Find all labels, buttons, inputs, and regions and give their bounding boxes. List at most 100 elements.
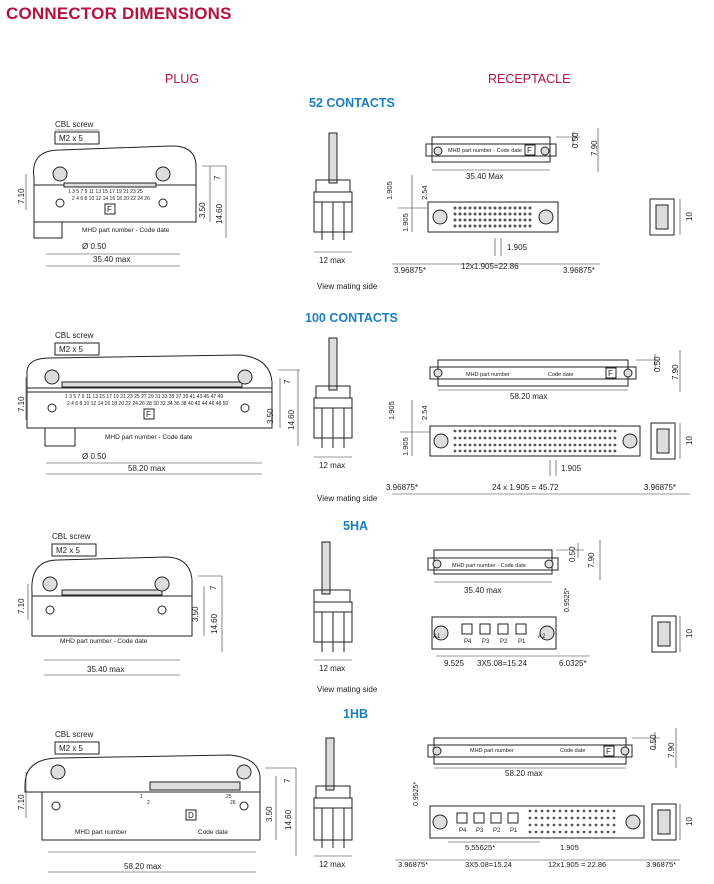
top-dimension-b: 7.90 [587, 552, 596, 568]
receptacle-drawing-5ha: MHD part number - Code date 35.40 max 0.… [427, 540, 601, 668]
plug-body [26, 387, 273, 429]
side-view-1hb: 12 max [313, 737, 353, 869]
right-offset-dimension: 3.96875* [563, 266, 595, 275]
left-offset-dimension: 3.96875* [394, 266, 426, 275]
contact-label: P3 [476, 828, 484, 834]
screw-size-box [54, 131, 100, 145]
receptacle-face [429, 805, 645, 839]
part-number-label: MHD part number [75, 829, 127, 836]
polarity-marker: F [146, 410, 151, 419]
dimension-a: 5.55625* [465, 843, 495, 852]
right-dimension-a: 7 [213, 175, 222, 180]
width-dimension: 35.40 max [93, 255, 130, 264]
vertical-dimension-2: 2.54 [420, 405, 429, 420]
contact-label: P1 [510, 828, 518, 834]
left-dimension: 7.10 [17, 188, 26, 204]
receptacle-face [427, 201, 559, 233]
pitch-dimension: 1.905 [561, 464, 582, 473]
screw-size-label: M2 x 5 [59, 134, 84, 143]
view-mating-side-note: View mating side [317, 685, 378, 694]
side-dimension: 12 max [319, 256, 345, 265]
plug-body [31, 595, 193, 637]
side-dimension: 12 max [319, 860, 345, 869]
pin-number: 1 [140, 794, 143, 800]
cbl-screw-label: CBL screw [55, 331, 94, 340]
contact-label: P3 [482, 639, 490, 645]
receptacle-drawing-100: MHD part number Code date F 58.20 max 0.… [386, 350, 690, 495]
end-dimension: 10 [685, 629, 694, 638]
section-heading-5ha: 5HA [343, 519, 369, 533]
width-dimension: 58.20 max [128, 464, 165, 473]
screw-icon [155, 166, 171, 182]
plug-body [41, 791, 261, 841]
right-dimension-b: 3.50 [265, 806, 274, 822]
top-dimension-b: 7.90 [671, 364, 680, 380]
end-view-100: 10 [650, 422, 694, 460]
vertical-dimension-1: 1.905 [387, 401, 396, 420]
contact-grid [453, 206, 532, 228]
vertical-dimension-1: 1.905 [385, 181, 394, 200]
end-view-52: 10 [649, 198, 694, 236]
pin-numbers-bottom: 2 4 6 8 10 12 14 16 18 20 22 24 26 [72, 196, 150, 202]
left-dimension: 7.10 [17, 598, 26, 614]
right-dimension-c: 14.60 [210, 613, 219, 634]
hole-dimension: Ø 0.50 [82, 242, 107, 251]
end-dimension: 10 [685, 212, 694, 221]
screw-size-label: M2 x 5 [59, 345, 84, 354]
plug-drawing-100: CBL screw M2 x 5 1 3 5 7 9 11 13 15 17 1… [17, 331, 300, 475]
dimension-f: 3.96875* [646, 860, 676, 869]
contact-grid [528, 809, 616, 834]
side-view-5ha: 12 max View mating side [313, 541, 378, 694]
end-dimension: 10 [685, 436, 694, 445]
right-offset-dimension: 3.96875* [644, 483, 676, 492]
contact-label: A1 [433, 634, 441, 640]
dimension-a: 9.525 [444, 659, 465, 668]
plug-drawing-52: CBL screw M2 x 5 1 3 5 7 9 11 13 15 17 1… [17, 120, 227, 267]
polarity-marker: F [608, 369, 613, 378]
hole-dimension: Ø 0.50 [82, 452, 107, 461]
side-dimension: 12 max [319, 461, 345, 470]
dimension-e: 12x1.905 = 22.86 [548, 860, 606, 869]
part-number-label: MHD part number - Code date [60, 638, 148, 645]
top-dimension-a: 0.50 [649, 734, 658, 750]
right-dimension-c: 14.60 [287, 409, 296, 430]
cbl-screw-label: CBL screw [52, 532, 91, 541]
code-date-label: Code date [198, 829, 228, 836]
hood-outline [33, 145, 197, 186]
pin-number: 25 [226, 794, 232, 800]
screw-size-label: M2 x 5 [56, 546, 81, 555]
width-dimension: 35.40 Max [466, 172, 503, 181]
top-dimension-b: 7.90 [667, 742, 676, 758]
top-dimension-b: 7.90 [590, 140, 599, 156]
width-dimension: 58.20 max [124, 862, 161, 871]
pitch-dimension: 1.905 [507, 243, 528, 252]
polarity-marker-box [104, 203, 116, 215]
receptacle-face [431, 616, 557, 650]
side-dimension: 12 max [319, 664, 345, 673]
dimension-c: 3.96875* [398, 860, 428, 869]
pin-numbers-top: 1 3 5 7 9 11 13 15 17 19 21 23 25 27 29 … [65, 394, 223, 400]
end-view-1hb: 10 [651, 803, 694, 841]
receptacle-drawing-52: MHD part number - Code date F 35.40 Max … [385, 128, 600, 275]
vertical-dimension-1: 0.9525* [564, 588, 571, 612]
right-dimension-b: 3.50 [191, 606, 200, 622]
receptacle-face [429, 425, 641, 457]
top-dimension-a: 0.50 [568, 546, 577, 562]
contact-grid [453, 429, 617, 453]
dimension-d: 3X5.08=15.24 [465, 860, 512, 869]
left-offset-dimension: 3.96875* [386, 483, 418, 492]
polarity-marker: F [107, 205, 112, 214]
dimension-b: 1.905 [560, 843, 579, 852]
polarity-marker: F [527, 146, 532, 155]
page-title: CONNECTOR DIMENSIONS [6, 4, 232, 23]
part-number-label: MHD part number - Code date [452, 563, 526, 569]
width-dimension: 58.20 max [505, 769, 542, 778]
pin-numbers-top: 1 3 5 7 9 11 13 15 17 19 21 23 25 [68, 189, 143, 195]
section-heading-1hb: 1HB [343, 707, 369, 721]
side-view-52: 12 max View mating side [313, 132, 378, 291]
contact-label: P4 [459, 828, 467, 834]
plug-drawing-1hb: CBL screw M2 x 5 1 2 25 26 D MHD part nu… [17, 730, 297, 873]
part-number-label: MHD part number - Code date [105, 434, 193, 441]
cbl-screw-label: CBL screw [55, 730, 94, 739]
